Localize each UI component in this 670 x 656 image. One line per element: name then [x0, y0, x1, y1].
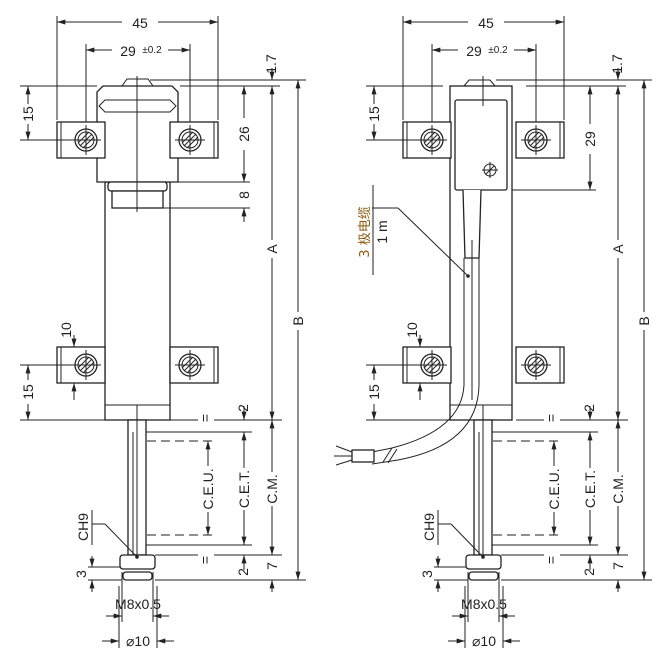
dim-ceu-label: C.E.U. [200, 468, 216, 509]
dim-3-label: 3 [73, 570, 89, 578]
equal-sign: = [197, 414, 213, 422]
shared-view-geometry: 45 29 ±0.2 1.7 B A 15 10 15 [20, 15, 306, 649]
dim-cm-label: C.M. [264, 474, 280, 504]
dim-2-top-label: 2 [235, 404, 251, 412]
left-view-connector-version: 26 8 45 29 ±0.2 1.7 B A 15 10 [20, 15, 306, 649]
tolerance-label: ±0.2 [142, 45, 162, 56]
dim-10-label: 10 [58, 322, 74, 338]
diameter-label: ⌀10 [126, 633, 150, 649]
dim-2-lower-label: 2 [235, 568, 251, 576]
cable-label: 3 极电缆 [357, 206, 373, 257]
dim-29-label: 29 [120, 43, 136, 59]
dim-7-label: 7 [264, 562, 280, 570]
dim-1-7-label: 1.7 [263, 54, 279, 74]
equal-sign-lower: = [197, 556, 213, 564]
dim-26-label: 26 [236, 126, 252, 142]
dim-45-label: 45 [132, 15, 148, 31]
dim-8-label: 8 [236, 191, 252, 199]
dim-15-top-label: 15 [20, 106, 36, 122]
cable-length-label: 1 m [374, 220, 390, 243]
dim-b-label: B [290, 316, 306, 325]
ch9-label: CH9 [75, 513, 91, 541]
right-view-cable-version: 29 3 极电缆 1 m [334, 15, 652, 649]
small-screw-icon [482, 162, 498, 178]
dim-cet-label: C.E.T. [236, 470, 252, 508]
thread-label: M8x0.5 [115, 596, 161, 612]
dim-15-lower-label: 15 [20, 384, 36, 400]
dim-29-vertical-label: 29 [582, 131, 598, 147]
dim-a-label: A [264, 244, 280, 254]
